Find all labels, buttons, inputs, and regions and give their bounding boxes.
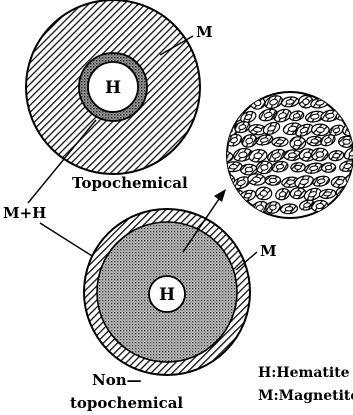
grain-core-36	[316, 151, 324, 157]
grain-core-37	[333, 153, 340, 158]
bottom-core-label: H	[159, 285, 175, 305]
top-core-label: H	[105, 78, 121, 98]
grain-core-29	[343, 139, 350, 144]
grain-core-47	[222, 177, 230, 183]
grain-core-39	[229, 164, 237, 169]
grain-core-60	[294, 190, 301, 196]
topochemical-caption: Topochemical	[72, 174, 188, 192]
legend-hematite: H:Hematite	[258, 365, 350, 381]
grain-core-27	[311, 139, 318, 143]
bottom-m-label: M	[260, 242, 277, 260]
grain-core-58	[260, 191, 267, 197]
grain-core-41	[260, 164, 268, 170]
grain-core-66	[285, 206, 293, 211]
grain-30	[215, 151, 233, 162]
grain-core-35	[304, 152, 311, 158]
non-topochemical-particle: H M Non— topochemical	[70, 209, 277, 412]
grain-core-56	[231, 192, 239, 199]
legend: H:Hematite M:Magnetite	[258, 365, 353, 404]
grain-core-62	[324, 192, 332, 197]
non-topochemical-caption-line2: topochemical	[70, 394, 183, 412]
legend-magnetite: M:Magnetite	[258, 388, 353, 404]
grain-core-54	[336, 179, 344, 185]
non-topochemical-caption-line1: Non—	[92, 371, 142, 389]
grain-core-68	[316, 203, 324, 209]
grain-core-45	[325, 165, 332, 170]
mixed-phase-label: M+H	[3, 204, 46, 222]
grain-core-50	[269, 178, 276, 183]
grain-core-15	[253, 127, 261, 132]
grain-47	[217, 173, 235, 186]
grain-core-49	[252, 177, 260, 183]
grain-core-40	[245, 167, 253, 172]
grain-core-32	[254, 152, 263, 159]
top-m-label: M	[196, 23, 213, 41]
grain-core-19	[316, 127, 324, 132]
grain-core-2	[286, 99, 294, 104]
grain-core-12	[340, 112, 349, 118]
topochemical-particle: H M Topochemical	[26, 0, 213, 192]
grain-core-51	[286, 180, 294, 185]
grain-core-43	[295, 165, 302, 170]
grain-core-34	[288, 153, 296, 158]
grain-core-26	[294, 140, 301, 146]
grain-core-3	[303, 99, 310, 105]
magnified-mixed-zone	[215, 92, 353, 218]
grain-core-25	[276, 140, 283, 144]
